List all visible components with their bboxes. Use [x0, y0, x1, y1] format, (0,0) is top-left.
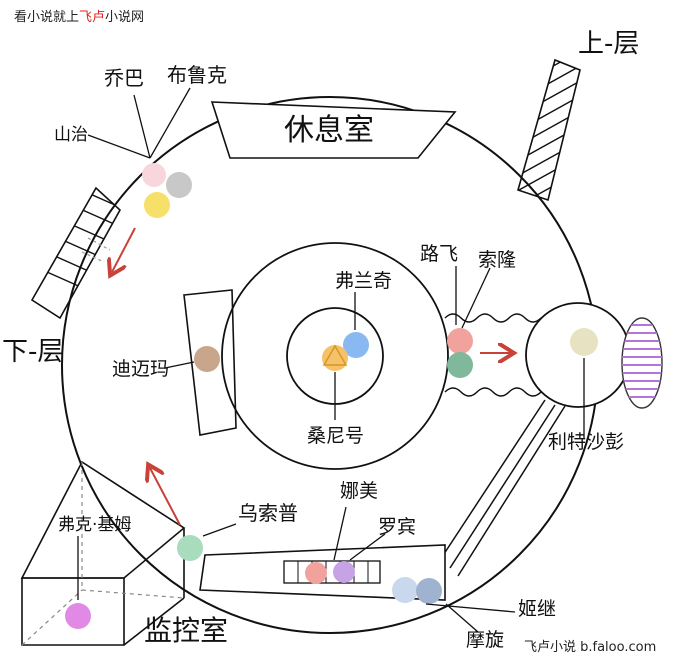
middle-ring [221, 242, 449, 470]
luobin-label: 罗宾 [378, 516, 416, 538]
lower-floor-label: 下-层 [2, 337, 63, 367]
top-watermark: 看小说就上飞卢小说网 [14, 6, 144, 25]
xunlima-label: 迪迈玛 [112, 358, 169, 380]
sangnihao-dot [322, 345, 348, 371]
fuke-jimu-dot [65, 603, 91, 629]
litesipeng-dot [570, 328, 598, 356]
bottom-left-arrow [150, 468, 181, 526]
moxuan-dot [416, 578, 442, 604]
wusuopu-label: 乌索普 [238, 501, 298, 525]
watermark-brand: 飞卢 [79, 10, 106, 25]
suolong-label: 索隆 [478, 249, 516, 271]
suolong-dot [447, 352, 473, 378]
monitor-room-label: 监控室 [144, 614, 228, 647]
namei-dot [305, 562, 327, 584]
monitor-room-box [20, 460, 186, 646]
lufei-dot [447, 328, 473, 354]
sangnihao-label: 桑尼号 [307, 425, 364, 447]
upper-floor-label: 上-层 [578, 29, 639, 59]
rail-2 [449, 404, 556, 569]
bulukai-dot [166, 172, 192, 198]
fulanqi-label: 弗兰奇 [335, 270, 392, 292]
moxuan-label: 摩旋 [466, 629, 504, 651]
namei-label: 娜美 [340, 480, 378, 502]
xunlima-dot [194, 346, 220, 372]
lower-floor-ladder [30, 186, 122, 320]
litesipeng-label: 利特沙彭 [548, 431, 624, 453]
luobin-dot [333, 561, 355, 583]
shanzhi-label: 山治 [54, 125, 88, 145]
fulanqi-dot [343, 332, 369, 358]
lounge-room [210, 101, 457, 159]
watermark-suffix: 小说网 [105, 10, 145, 25]
jiji-label: 姬继 [518, 598, 556, 620]
fuke-jimu-label: 弗克·基姆 [58, 515, 131, 535]
bottom-watermark: 飞卢小说 b.faloo.com [524, 636, 657, 655]
jiji-dot [392, 577, 418, 603]
upper-floor-ladder [517, 58, 581, 202]
bulukai-label: 布鲁克 [167, 63, 227, 87]
corridor-lower-wave [444, 387, 542, 397]
watermark-prefix: 看小说就上 [14, 10, 80, 25]
wusuopu-dot [177, 535, 203, 561]
sangnihao-marker-icon [322, 344, 348, 366]
lufei-label: 路飞 [420, 243, 458, 265]
lounge-label: 休息室 [284, 113, 374, 148]
rail-3 [457, 405, 566, 577]
qiaoba-label: 乔巴 [104, 66, 144, 90]
shanzhi-dot [142, 163, 166, 187]
rail-1 [439, 399, 546, 561]
qiaoba-dot [144, 192, 170, 218]
right-room [525, 302, 631, 408]
corridor-upper-wave [444, 313, 542, 323]
left-arrow [112, 227, 136, 272]
leader-lines [77, 87, 585, 633]
